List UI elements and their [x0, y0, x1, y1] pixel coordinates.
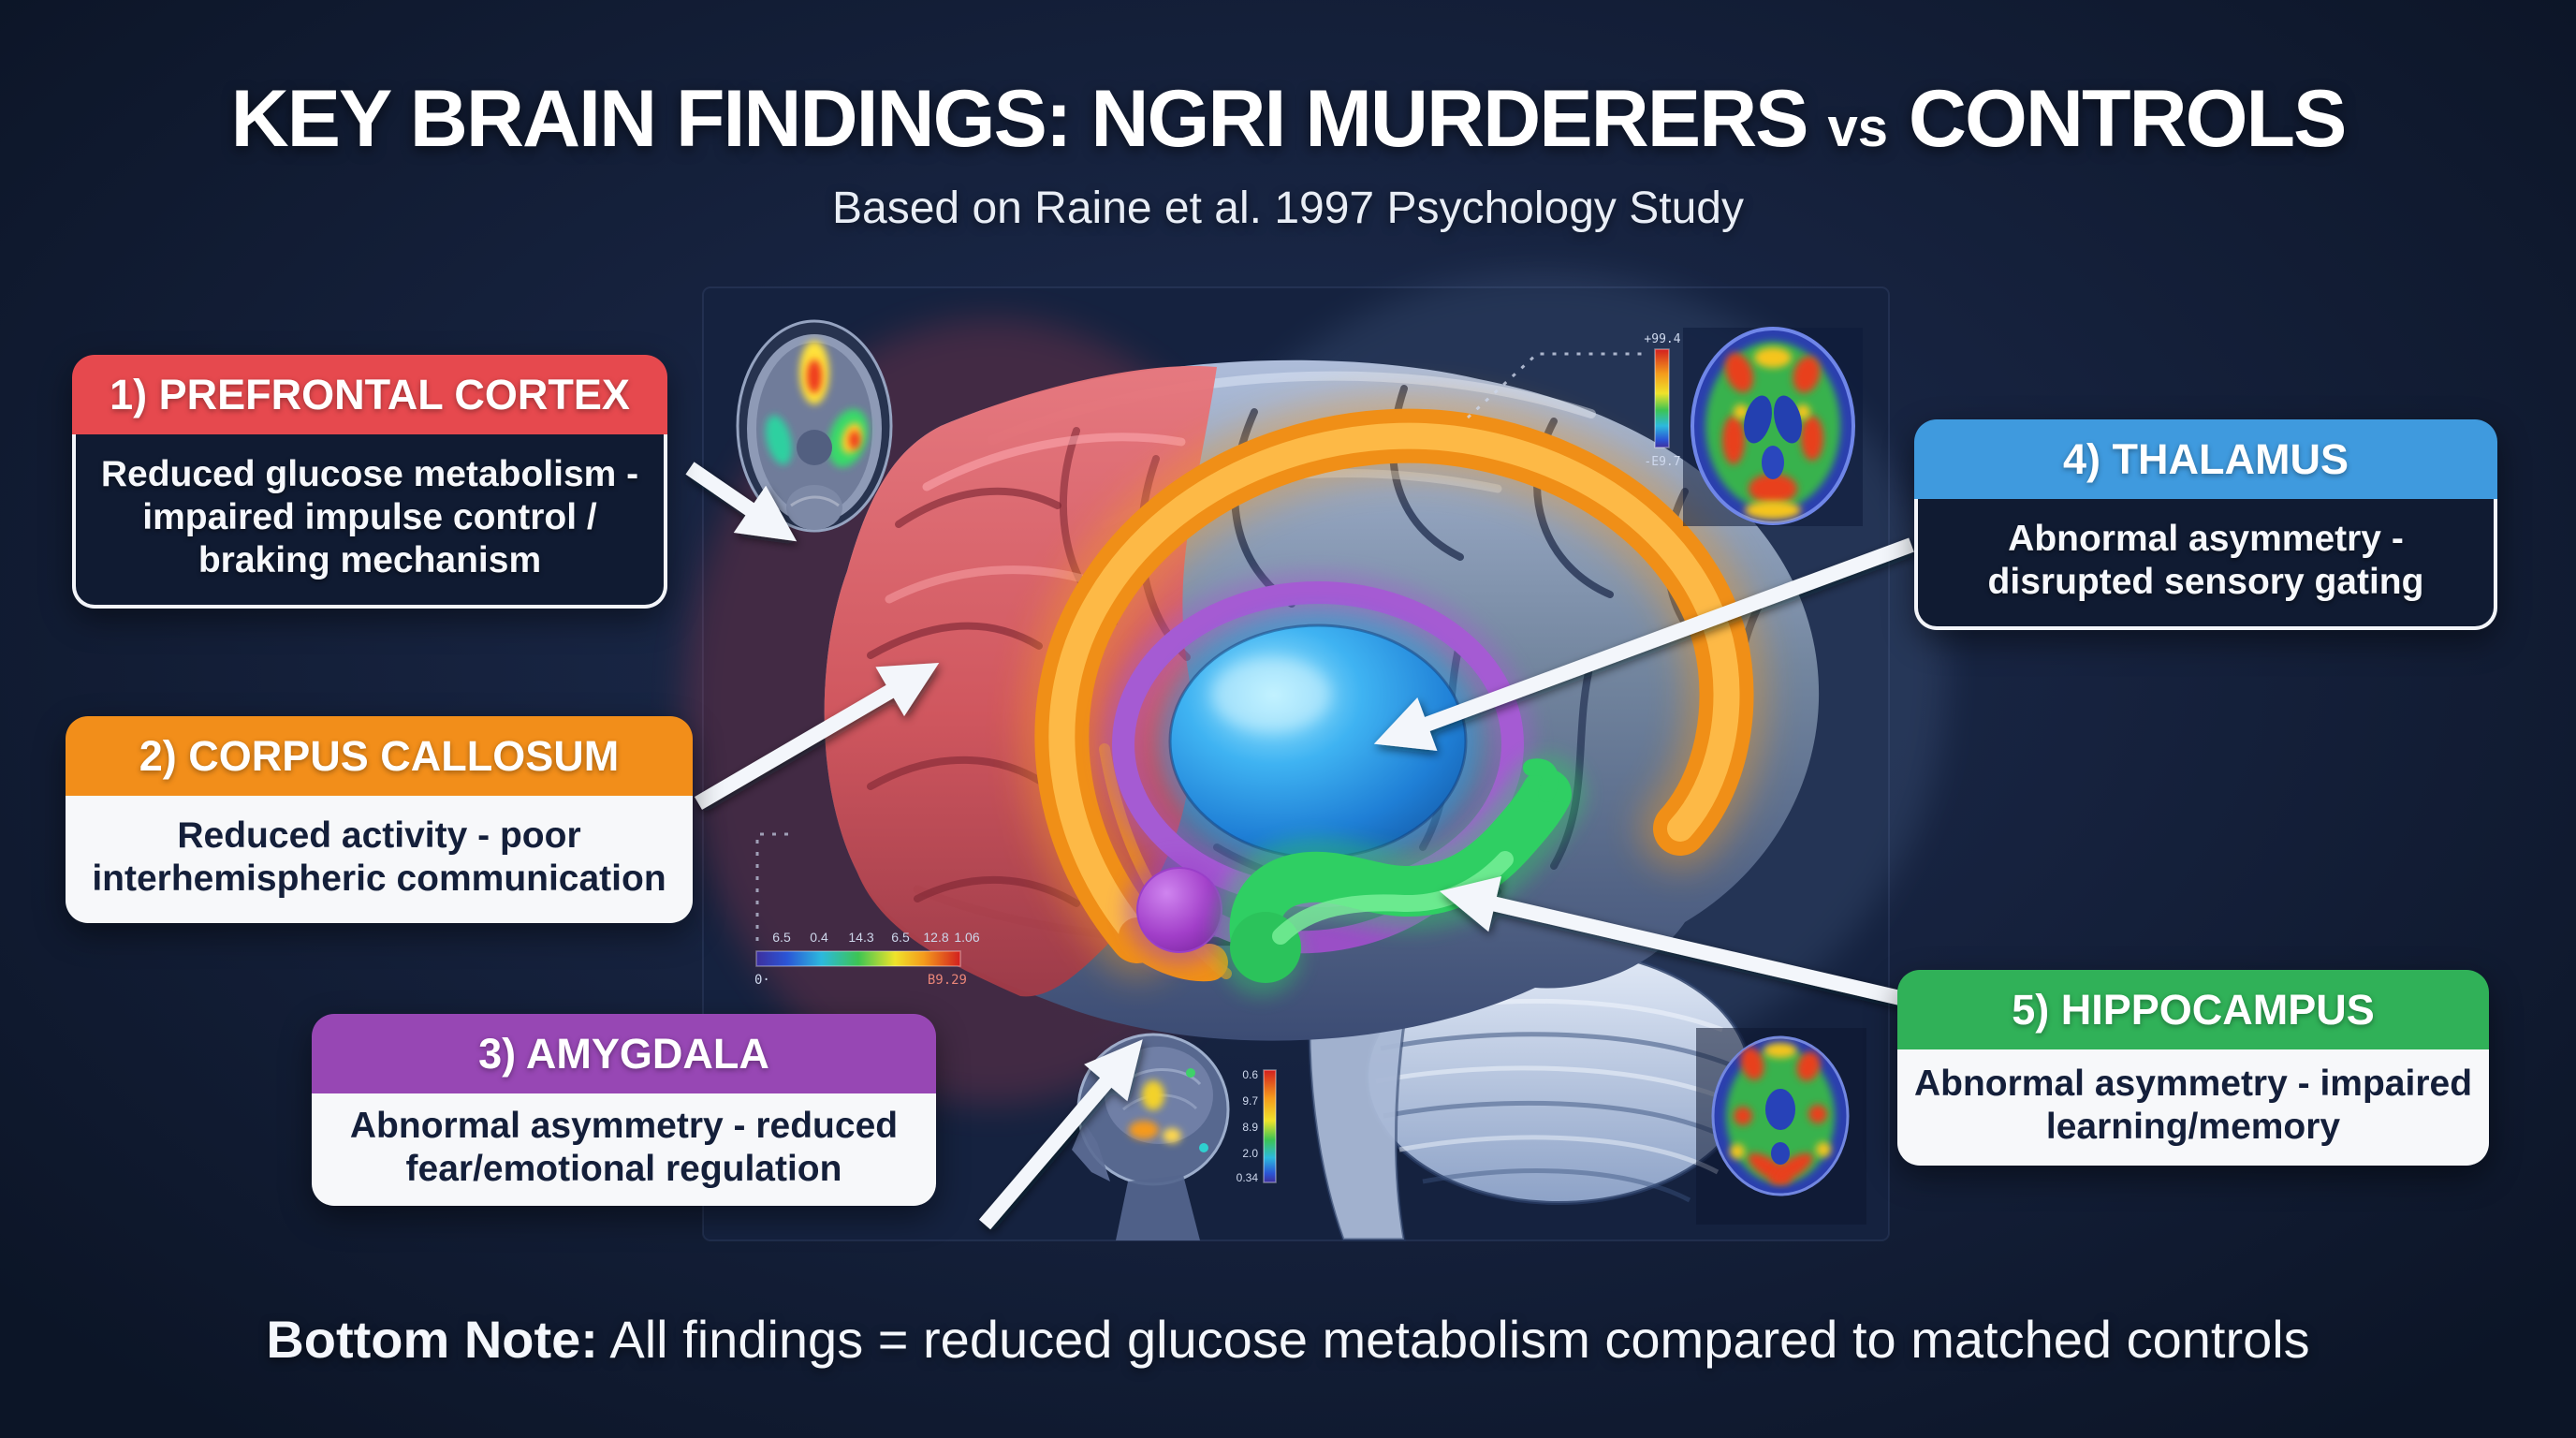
callout-header: 1) PREFRONTAL CORTEX [72, 355, 667, 434]
brainstem [1308, 981, 1411, 1241]
scale-tick: 1.06 [954, 930, 979, 945]
scale-right-label: B9.29 [928, 973, 967, 988]
callout-corpus-callosum: 2) CORPUS CALLOSUM Reduced activity - po… [66, 716, 693, 924]
title-vs: vs [1827, 97, 1888, 158]
callout-amygdala: 3) AMYGDALA Abnormal asymmetry - reduced… [312, 1014, 936, 1207]
scale-tick: 14.3 [848, 930, 873, 945]
hippocampus-region [1215, 755, 1586, 996]
bottom-note: Bottom Note: All findings = reduced gluc… [0, 1309, 2576, 1370]
header: KEY BRAIN FINDINGS: NGRI MURDERERS vs CO… [0, 73, 2576, 234]
callout-description: Reduced activity - poor interhemispheric… [66, 796, 693, 924]
colorbar-tick: 9.7 [1242, 1094, 1258, 1108]
colorbar-vertical-top-right: +99.4 -E9.7 [1644, 332, 1680, 469]
callout-header: 4) THALAMUS [1914, 419, 2497, 499]
pet-scan-axial-top-left [736, 319, 893, 533]
pet-scan-axial-bottom-right [1696, 1028, 1866, 1225]
callout-description: Abnormal asymmetry - impaired learning/m… [1897, 1049, 2489, 1167]
callout-description: Abnormal asymmetry - reduced fear/emotio… [312, 1093, 936, 1207]
scale-left-label: 0· [754, 973, 770, 988]
arrow-thalamus [1373, 537, 1914, 751]
scale-tick: 12.8 [923, 930, 948, 945]
title-part2: CONTROLS [1908, 74, 2348, 164]
thalamus-region [1157, 612, 1479, 871]
callout-hippocampus: 5) HIPPOCAMPUS Abnormal asymmetry - impa… [1897, 970, 2489, 1167]
page-title: KEY BRAIN FINDINGS: NGRI MURDERERS vs CO… [0, 73, 2576, 166]
title-part1: KEY BRAIN FINDINGS: NGRI MURDERERS [230, 74, 1809, 164]
scale-tick: 0.4 [810, 930, 828, 945]
callout-header: 3) AMYGDALA [312, 1014, 936, 1093]
color-scale-bottom-left: 6.5 0.4 14.3 6.5 12.8 1.06 0· B9.29 [754, 832, 980, 988]
callout-description: Reduced glucose metabolism - impaired im… [72, 434, 667, 609]
pet-scan-axial-top-right: +99.4 -E9.7 [1466, 327, 1863, 526]
arrow-amygdala [978, 1039, 1143, 1230]
callout-thalamus: 4) THALAMUS Abnormal asymmetry - disrupt… [1914, 419, 2497, 631]
colorbar-top-label: +99.4 [1644, 332, 1680, 346]
callout-header: 2) CORPUS CALLOSUM [66, 716, 693, 796]
colorbar-bottom-label: -E9.7 [1644, 455, 1680, 469]
scale-tick: 6.5 [891, 930, 910, 945]
pointer-arrows [685, 462, 1914, 1230]
callout-prefrontal-cortex: 1) PREFRONTAL CORTEX Reduced glucose met… [72, 355, 667, 609]
amygdala-region [1125, 856, 1234, 964]
bottom-note-text: All findings = reduced glucose metabolis… [597, 1310, 2310, 1369]
colorbar-tick: 0.34 [1237, 1171, 1259, 1184]
callout-header: 5) HIPPOCAMPUS [1897, 970, 2489, 1049]
arrow-corpus [694, 663, 940, 810]
arrow-hippocampus [1439, 876, 1902, 1005]
brain-side-view [824, 360, 1820, 1241]
pet-scan-sagittal-bottom: 0.6 9.7 8.9 2.0 0.34 [1072, 1033, 1277, 1240]
colorbar-vertical-sagittal: 0.6 9.7 8.9 2.0 0.34 [1237, 1068, 1277, 1184]
scale-tick: 6.5 [772, 930, 791, 945]
callout-description: Abnormal asymmetry - disrupted sensory g… [1914, 499, 2497, 631]
page-subtitle: Based on Raine et al. 1997 Psychology St… [832, 183, 1744, 233]
colorbar-tick: 0.6 [1242, 1068, 1258, 1081]
colorbar-tick: 8.9 [1242, 1121, 1258, 1134]
bottom-note-label: Bottom Note: [266, 1310, 598, 1369]
colorbar-tick: 2.0 [1242, 1147, 1258, 1160]
arrow-prefrontal [685, 462, 798, 542]
